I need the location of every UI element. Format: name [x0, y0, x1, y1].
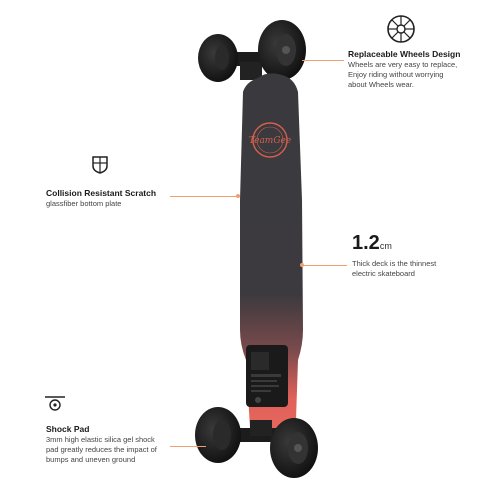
wheels-feature-desc-line: Enjoy riding without worrying: [348, 70, 444, 79]
thickness-feature: 1.2cm Thick deck is the thinnest electri…: [352, 232, 492, 279]
front-wheel-left: [198, 34, 238, 82]
scratch-feature-title: Collision Resistant Scratch: [46, 188, 157, 198]
scratch-leader-line: [170, 196, 238, 197]
shockpad-feature-desc-line: bumps and uneven ground: [46, 455, 136, 464]
scratch-feature: Collision Resistant Scratch glassfiber b…: [46, 188, 176, 209]
shockpad-feature-desc-line: pad greatly reduces the impact of: [46, 445, 157, 454]
scratch-feature-desc-line: glassfiber bottom plate: [46, 199, 122, 208]
rear-wheel-right: [270, 418, 318, 478]
wheels-feature-desc-line: Wheels are very easy to replace,: [348, 60, 458, 69]
wheels-feature-desc-line: about Wheels wear.: [348, 80, 414, 89]
wheels-feature: Replaceable Wheels Design Wheels are ver…: [348, 49, 498, 90]
thickness-desc-line: Thick deck is the thinnest: [352, 259, 437, 268]
board-logo-text: TeamGee: [249, 136, 291, 146]
shock-pad-icon: [44, 394, 66, 417]
wheel-icon: [386, 14, 416, 49]
controller-box: [246, 345, 288, 407]
shockpad-feature: Shock Pad 3mm high elastic silica gel sh…: [46, 424, 186, 465]
thickness-unit: cm: [379, 241, 392, 251]
thickness-leader-line: [302, 265, 347, 266]
shockpad-feature-desc-line: 3mm high elastic silica gel shock: [46, 435, 155, 444]
wheels-leader-line: [302, 60, 344, 61]
shockpad-leader-line: [170, 446, 206, 447]
wheels-feature-title: Replaceable Wheels Design: [348, 49, 461, 59]
thickness-value: 1.2: [352, 232, 380, 254]
thickness-leader-dot: [300, 263, 304, 267]
thickness-desc-line: electric skateboard: [352, 269, 415, 278]
shield-icon: [91, 155, 109, 180]
board-logo: TeamGee: [249, 122, 291, 158]
front-wheel-right: [258, 20, 306, 80]
rear-wheel-left: [195, 407, 241, 463]
shockpad-feature-title: Shock Pad: [46, 424, 90, 434]
scratch-leader-dot: [236, 194, 240, 198]
